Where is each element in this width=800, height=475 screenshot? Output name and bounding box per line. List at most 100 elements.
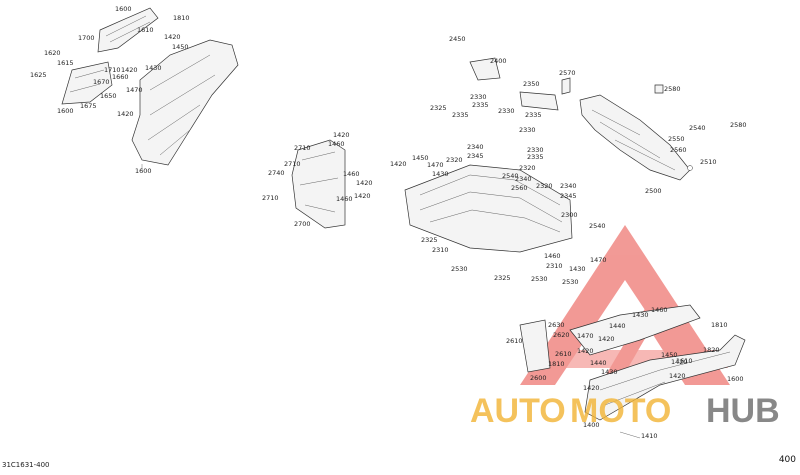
group-front-frame [519, 304, 746, 439]
watermark-hub: HUB [706, 392, 780, 430]
group-side-panel [291, 139, 346, 229]
callout: 1430 [432, 170, 449, 178]
group-rear-fender-left [61, 7, 239, 170]
callout: 2340 [560, 182, 577, 190]
callout: 1420 [117, 110, 134, 118]
callout: 1470 [590, 256, 607, 264]
callout: 2330 [498, 107, 515, 115]
callout: 2530 [531, 275, 548, 283]
callout: 1430 [145, 64, 162, 72]
callout: 2335 [525, 111, 542, 119]
callout: 2510 [700, 158, 717, 166]
callout: 2320 [446, 156, 463, 164]
callout: 2340 [467, 143, 484, 151]
callout: 1460 [336, 195, 353, 203]
callout: 2580 [664, 85, 681, 93]
callout: 2500 [645, 187, 662, 195]
callout: 2540 [589, 222, 606, 230]
callout: 1430 [601, 368, 618, 376]
callout: 1470 [126, 86, 143, 94]
callout: 1400 [583, 421, 600, 429]
callout: 2330 [527, 146, 544, 154]
callout: 2540 [689, 124, 706, 132]
callout: 1450 [172, 43, 189, 51]
callout: 1625 [30, 71, 47, 79]
group-rear-frame [579, 94, 693, 181]
callout: 1810 [711, 321, 728, 329]
callout: 2610 [555, 350, 572, 358]
callout: 1460 [651, 306, 668, 314]
callout: 2740 [268, 169, 285, 177]
callout: 1450 [661, 351, 678, 359]
callout: 2310 [546, 262, 563, 270]
callout: 1460 [544, 252, 561, 260]
page-number: 400 [778, 455, 796, 465]
callout-labels: 1600 1610 1810 1450 1420 1700 1620 1615 … [30, 5, 747, 440]
callout: 1600 [57, 107, 74, 115]
callout: 1420 [669, 372, 686, 380]
callout: 2530 [451, 265, 468, 273]
callout: 1420 [583, 384, 600, 392]
callout: 1440 [609, 322, 626, 330]
callout: 2345 [467, 152, 484, 160]
callout: 2325 [494, 274, 511, 282]
callout: 2335 [527, 153, 544, 161]
callout: 2560 [670, 146, 687, 154]
callout: 2540 [502, 172, 519, 180]
callout: 1660 [112, 73, 129, 81]
callout: 1440 [590, 359, 607, 367]
callout: 2325 [421, 236, 438, 244]
callout: 2400 [490, 57, 507, 65]
callout: 2320 [536, 182, 553, 190]
callout: 2325 [430, 104, 447, 112]
callout: 2450 [449, 35, 466, 43]
callout: 1610 [676, 357, 693, 365]
callout: 2630 [548, 321, 565, 329]
callout: 2330 [519, 126, 536, 134]
callout: 1420 [671, 358, 688, 366]
callout: 1600 [115, 5, 132, 13]
callout: 1430 [569, 265, 586, 273]
callout: 2570 [559, 69, 576, 77]
callout: 1420 [164, 33, 181, 41]
watermark-auto: AUTO [470, 392, 566, 430]
callout: 1430 [632, 311, 649, 319]
callout: 1650 [100, 92, 117, 100]
callout: 2580 [730, 121, 747, 129]
callout: 2710 [294, 144, 311, 152]
callout: 1470 [577, 332, 594, 340]
callout: 1420 [354, 192, 371, 200]
callout: 2345 [560, 192, 577, 200]
callout: 2560 [511, 184, 528, 192]
callout: 1670 [93, 78, 110, 86]
callout: 2620 [553, 331, 570, 339]
callout: 2600 [530, 374, 547, 382]
callout: 1610 [137, 26, 154, 34]
callout: 2340 [515, 175, 532, 183]
watermark-moto: MOTO [570, 392, 671, 430]
callout: 1620 [44, 49, 61, 57]
callout: 1460 [343, 170, 360, 178]
callout: 2335 [472, 101, 489, 109]
callout: 1820 [703, 346, 720, 354]
callout: 2700 [294, 220, 311, 228]
callout: 2330 [470, 93, 487, 101]
callout: 1470 [427, 161, 444, 169]
callout: 2710 [262, 194, 279, 202]
callout: 1615 [57, 59, 74, 67]
watermark-text: AUTO MOTO HUB [470, 392, 780, 430]
callout: 1420 [333, 131, 350, 139]
callout: 1420 [598, 335, 615, 343]
group-top-brackets [469, 57, 664, 111]
callout: 1810 [173, 14, 190, 22]
callout: 2310 [432, 246, 449, 254]
callout: 2710 [284, 160, 301, 168]
callout: 1600 [727, 375, 744, 383]
drawing-code: 31C1631-400 [2, 461, 50, 469]
callout: 1460 [328, 140, 345, 148]
callout: 1450 [412, 154, 429, 162]
callout: 2550 [668, 135, 685, 143]
callout: 2530 [562, 278, 579, 286]
callout: 1410 [641, 432, 658, 440]
